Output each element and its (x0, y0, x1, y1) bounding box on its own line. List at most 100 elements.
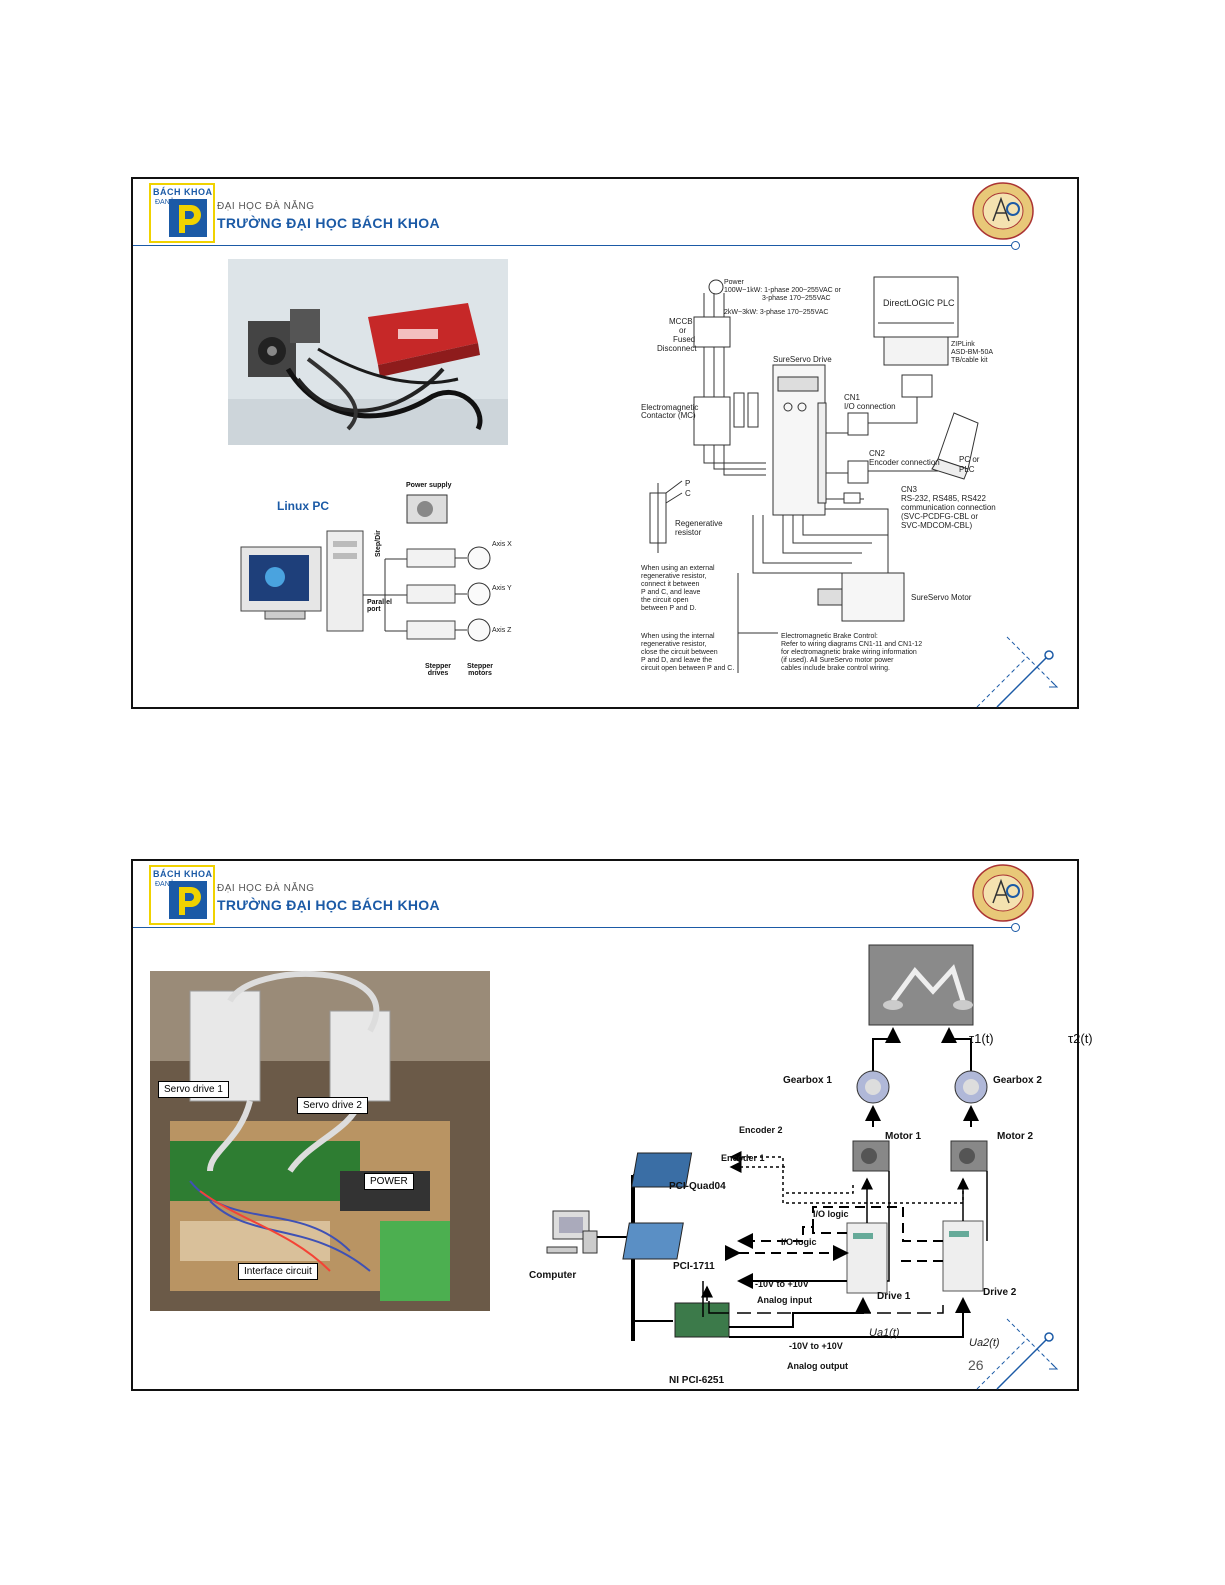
io-logic-label-a: I/O logic (813, 1209, 849, 1219)
university-sub: ĐẠI HỌC ĐÀ NẴNG (217, 883, 315, 894)
servo-kit-photo (228, 259, 508, 445)
plc-label: DirectLOGIC PLC (883, 298, 955, 308)
logo-p-icon (169, 199, 207, 237)
brake-note-4: (if used). All SureServo motor power (781, 657, 894, 664)
disconnect-label: Disconnect (657, 344, 697, 353)
university-main: TRƯỜNG ĐẠI HỌC BÁCH KHOA (217, 215, 440, 231)
linux-pc-title: Linux PC (277, 499, 330, 513)
slide-2: BÁCH KHOA ĐANẴNG ĐẠI HỌC ĐÀ NẴNG TRƯỜNG … (131, 859, 1093, 1391)
ni-pci-6251-icon (674, 1302, 730, 1338)
terminal-c-label: C (685, 489, 691, 498)
analog-out-range-label: -10V to +10V (789, 1341, 843, 1351)
university-sub: ĐẠI HỌC ĐÀ NẴNG (217, 201, 315, 212)
stepper-motors-label: Stepper motors (466, 663, 494, 677)
servo-drive-2-tag: Servo drive 2 (297, 1097, 368, 1114)
control-system-diagram (546, 944, 988, 1341)
gearbox-2-label: Gearbox 2 (993, 1075, 1042, 1086)
page-number: 26 (968, 1357, 984, 1373)
ua2-label: Ua2(t) (969, 1337, 1000, 1349)
pci-1711-label: PCI-1711 (673, 1261, 715, 1272)
header-divider (133, 927, 1013, 928)
brake-note-1: Electromagnetic Brake Control: (781, 633, 878, 640)
cn3-label: CN3 (901, 485, 918, 494)
analog-input-label: Analog input (757, 1295, 812, 1305)
step-dir-label: Step/Dir (375, 530, 382, 557)
university-logo: BÁCH KHOA ĐANẴNG (149, 865, 215, 925)
analog-output-label: Analog output (787, 1361, 848, 1371)
ext-note-3: connect it between (641, 581, 700, 588)
pc-label-1: PC or (959, 455, 980, 464)
regen-label-2: resistor (675, 528, 702, 537)
header-divider-dot (1011, 923, 1020, 932)
int-note-3: close the circuit between (641, 649, 718, 656)
university-logo: BÁCH KHOA ĐANẴNG (149, 183, 215, 243)
corner-decoration (976, 636, 1059, 708)
ni-pci-6251-label: NI PCI-6251 (669, 1375, 725, 1386)
power-label-2: 100W~1kW: 1-phase 200~255VAC or (724, 287, 841, 294)
logo-text: BÁCH KHOA (153, 187, 213, 197)
ext-note-6: between P and D. (641, 605, 697, 612)
cn3-desc-3: (SVC-PCDFG-CBL or (901, 512, 979, 521)
robot-arm-photo (868, 944, 974, 1026)
int-note-2: regenerative resistor, (641, 641, 707, 648)
power-label-3: 3-phase 170~255VAC (762, 295, 831, 302)
brake-note-5: cables include brake control wiring. (781, 665, 890, 672)
logo-p-icon (169, 881, 207, 919)
university-main: TRƯỜNG ĐẠI HỌC BÁCH KHOA (217, 897, 440, 913)
ziplink-label-1: ZIPLink (951, 341, 975, 348)
ext-note-5: the circuit open (641, 597, 689, 604)
cn1-label: CN1 (844, 393, 861, 402)
cn3-desc-1: RS-232, RS485, RS422 (901, 494, 986, 503)
encoder-2-label: Encoder 2 (739, 1125, 783, 1135)
mccb-or-label: or (679, 326, 687, 335)
lab-setup-photo: Servo drive 1 Servo drive 2 POWER Interf… (150, 971, 490, 1311)
ziplink-label-3: TB/cable kit (951, 357, 988, 364)
power-label-4: 2kW~3kW: 3-phase 170~255VAC (724, 309, 829, 316)
corner-decoration (976, 1318, 1059, 1390)
cn1-desc-label: I/O connection (844, 402, 896, 411)
cn3-desc-4: SVC-MDCOM-CBL) (901, 521, 973, 530)
pci-1711-icon (622, 1222, 684, 1260)
contactor-label-2: Contactor (MC) (641, 411, 696, 420)
interface-circuit-tag: Interface circuit (238, 1263, 318, 1280)
terminal-p-label: P (685, 479, 691, 488)
pci-quad04-icon (631, 1152, 693, 1188)
brake-note-3: for electromagnetic brake wiring informa… (781, 649, 917, 656)
lab-setup-graphic (150, 971, 490, 1311)
motor-1-label: Motor 1 (885, 1131, 922, 1142)
cn3-desc-2: communication connection (901, 503, 996, 512)
io-logic-label-b: I/O logic (781, 1237, 817, 1247)
axis-x-label: Axis X (492, 541, 512, 548)
drive-2-label: Drive 2 (983, 1287, 1017, 1298)
gearbox-1-label: Gearbox 1 (783, 1075, 832, 1086)
header-divider-dot (1011, 241, 1020, 250)
logo-letters: ĐANẴNG (155, 881, 185, 889)
logo-text: BÁCH KHOA (153, 869, 213, 879)
mccb-label: MCCB (669, 317, 693, 326)
motor-label: SureServo Motor (911, 593, 972, 602)
ext-note-2: regenerative resistor, (641, 573, 707, 580)
ext-note-1: When using an external (641, 565, 715, 572)
pci-quad04-label: PCI-Quad04 (669, 1181, 726, 1192)
stepper-drives-label: Stepper drives (424, 663, 452, 677)
cn2-desc-label: Encoder connection (869, 458, 940, 467)
brake-note-2: Refer to wiring diagrams CN1-11 and CN1-… (781, 641, 923, 648)
tau-2-label: τ2(t) (1068, 1031, 1093, 1046)
analog-in-range-label: -10V to +10V (755, 1279, 809, 1289)
header-divider (133, 245, 1013, 246)
power-supply-label: Power supply (406, 482, 452, 489)
fused-label: Fused (673, 335, 696, 344)
slide-1: BÁCH KHOA ĐANẴNG ĐẠI HỌC ĐÀ NẴNG TRƯỜNG … (131, 177, 1079, 709)
drive-1-label: Drive 1 (877, 1291, 911, 1302)
power-label-1: Power (724, 279, 744, 286)
university-seal-icon (972, 864, 1034, 922)
int-note-1: When using the internal (641, 633, 715, 640)
axis-y-label: Axis Y (492, 585, 512, 592)
cn2-label: CN2 (869, 449, 886, 458)
axis-z-label: Axis Z (492, 627, 512, 634)
tau-1-label: τ1(t) (969, 1031, 994, 1046)
encoder-1-label: Encoder 1 (721, 1153, 765, 1163)
ziplink-label-2: ASD-BM-50A (951, 349, 994, 356)
power-tag: POWER (364, 1173, 414, 1190)
parallel-port-label: Parallel port (367, 599, 392, 613)
